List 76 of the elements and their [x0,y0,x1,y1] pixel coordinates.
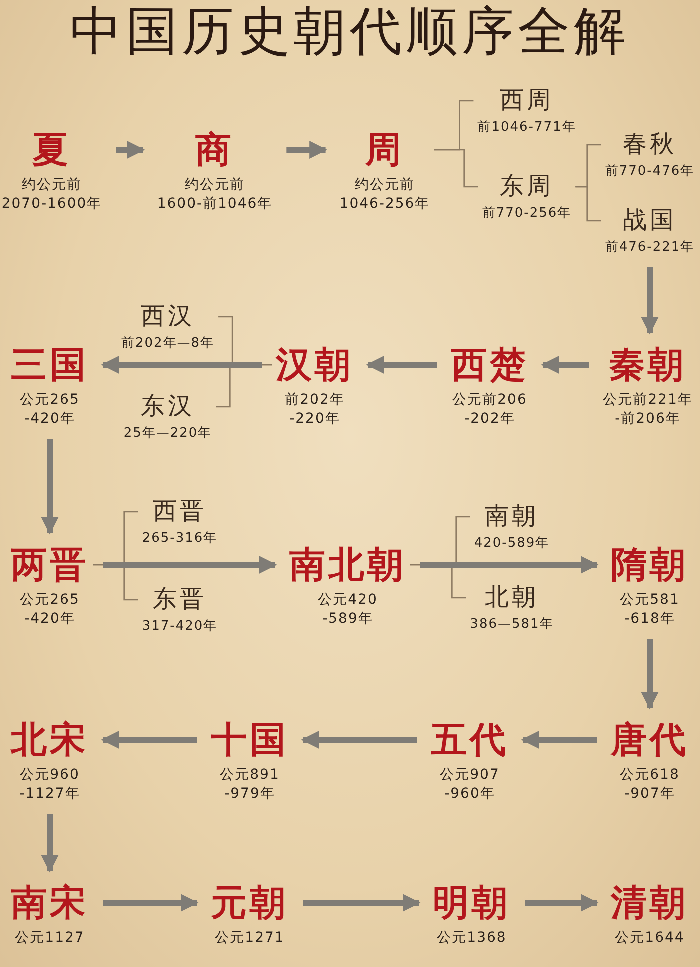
dynasty-name: 秦朝 [609,344,687,387]
date-range: 317-420年 [142,618,218,636]
dynasty-name: 三国 [11,344,89,387]
date-range: 386—581年 [470,616,554,634]
dynasty-name: 元朝 [211,882,289,925]
arrow [641,267,659,335]
date-range: 公元1644 [615,929,685,948]
period-name: 春秋 [623,131,677,160]
date-range: 约公元前 1600-前1046年 [157,176,273,214]
title: 中国历史朝代顺序全解 [70,3,630,63]
dynasty-name: 五代 [431,719,509,762]
arrow [286,141,328,159]
date-range: 公元前221年 -前206年 [603,391,693,429]
dynasty-name: 西楚 [451,344,529,387]
date-range: 公元1368 [437,929,507,948]
arrow [41,814,59,873]
period-name: 战国 [623,207,677,236]
arrow [303,894,421,912]
date-range: 前202年 -220年 [285,391,345,429]
date-range: 420-589年 [474,535,550,553]
period-name: 东周 [500,173,554,202]
date-range: 公元618 -907年 [620,766,680,804]
dynasty-name: 汉朝 [276,344,354,387]
date-range: 公元265 -420年 [20,591,80,629]
connector-line [434,149,478,188]
date-range: 公元907 -960年 [440,766,500,804]
arrow [101,356,262,374]
arrow [103,556,278,574]
arrow [525,894,599,912]
arrow [41,439,59,535]
arrow [420,556,599,574]
arrow [521,731,597,749]
dynasty-name: 夏 [32,129,72,172]
dynasty-name: 唐代 [611,719,689,762]
dynasty-name: 隋朝 [611,544,689,587]
arrow [101,731,197,749]
connector-line [576,186,602,222]
date-range: 前770-476年 [605,163,695,181]
arrow [541,356,590,374]
date-range: 前476-221年 [605,239,695,257]
period-name: 东汉 [141,393,195,422]
date-range: 25年—220年 [124,425,212,443]
date-range: 公元581 -618年 [620,591,680,629]
date-range: 前770-256年 [482,205,572,223]
date-range: 265-316年 [142,530,218,548]
date-range: 公元265 -420年 [20,391,80,429]
period-name: 东晋 [153,586,207,615]
date-range: 公元960 -1127年 [20,766,80,804]
period-name: 北朝 [485,584,539,613]
date-range: 公元1127 [15,929,85,948]
dynasty-name: 明朝 [433,882,511,925]
date-range: 公元891 -979年 [220,766,280,804]
dynasty-name: 商 [196,129,234,172]
period-name: 西汉 [141,303,195,332]
dynasty-name: 北宋 [11,719,89,762]
date-range: 约公元前 2070-1600年 [2,176,102,214]
arrow [641,639,659,710]
dynasty-name: 南北朝 [290,544,406,587]
arrow [366,356,437,374]
dynasty-name: 十国 [211,719,289,762]
date-range: 公元1271 [215,929,285,948]
arrow [301,731,417,749]
dynasty-name: 南宋 [11,882,89,925]
arrow [103,894,199,912]
date-range: 前1046-771年 [478,119,576,137]
dynasty-name: 周 [366,129,404,172]
date-range: 前202年—8年 [121,335,215,353]
date-range: 公元前206 -202年 [452,391,528,429]
arrow [116,141,146,159]
period-name: 西周 [500,87,554,116]
dynasty-name: 两晋 [11,544,89,587]
date-range: 约公元前 1046-256年 [340,176,430,214]
period-name: 南朝 [485,503,539,532]
dynasty-name: 清朝 [611,882,689,925]
period-name: 西晋 [153,498,207,527]
date-range: 公元420 -589年 [318,591,378,629]
